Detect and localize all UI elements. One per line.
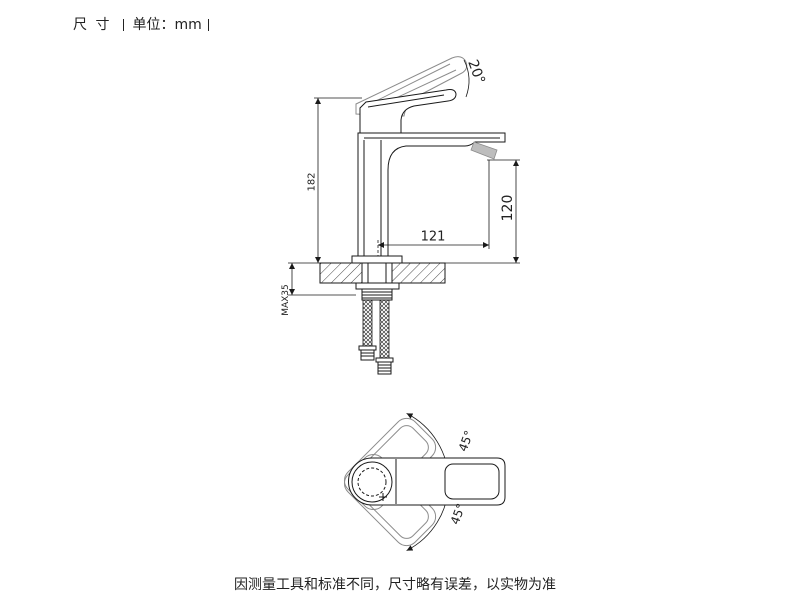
mounting-shank [361, 262, 393, 284]
hose-left [362, 299, 373, 347]
thread-lines [362, 291, 392, 299]
hose-fitting-right [375, 357, 394, 363]
fitting-lines [378, 364, 391, 372]
side-elevation-view: 20° [281, 56, 520, 375]
top-plan-view: 45° 45° [343, 413, 506, 551]
heading-title: 尺 寸 [73, 17, 112, 33]
measurement-disclaimer: 因测量工具和标准不同，尺寸略有误差，以实物为准 [234, 577, 556, 593]
base-plate [351, 255, 403, 264]
spout-reach-label: 121 [421, 230, 446, 245]
spout-outlet-top [444, 463, 500, 500]
mounting-nut [355, 282, 400, 290]
heading-unit: 单位：mm [132, 17, 202, 33]
height-label: 182 [307, 172, 318, 191]
rotation-lower-label: 45° [448, 502, 468, 527]
center-mark [379, 493, 387, 501]
handle-cap-inner [357, 467, 387, 497]
handle-angle-arc [463, 59, 470, 98]
heading-divider [123, 19, 125, 31]
dimension-heading: 尺 寸 单位：mm [73, 15, 209, 35]
fitting-lines [361, 352, 374, 357]
faucet-body-top [348, 457, 506, 506]
handle-inner-line [367, 94, 445, 108]
handle-angle-label: 20° [464, 58, 488, 87]
heading-divider [207, 19, 209, 31]
max-thickness-label: MAX35 [281, 284, 291, 316]
handle-lever [359, 89, 457, 134]
aerator [470, 141, 498, 160]
rotation-upper-label: 45° [456, 429, 476, 454]
hose-fitting-left [360, 349, 375, 361]
spout-height-label: 120 [500, 195, 516, 222]
hose-right [379, 299, 390, 359]
hose-fitting-left [358, 345, 377, 351]
handle-cap [351, 461, 393, 503]
